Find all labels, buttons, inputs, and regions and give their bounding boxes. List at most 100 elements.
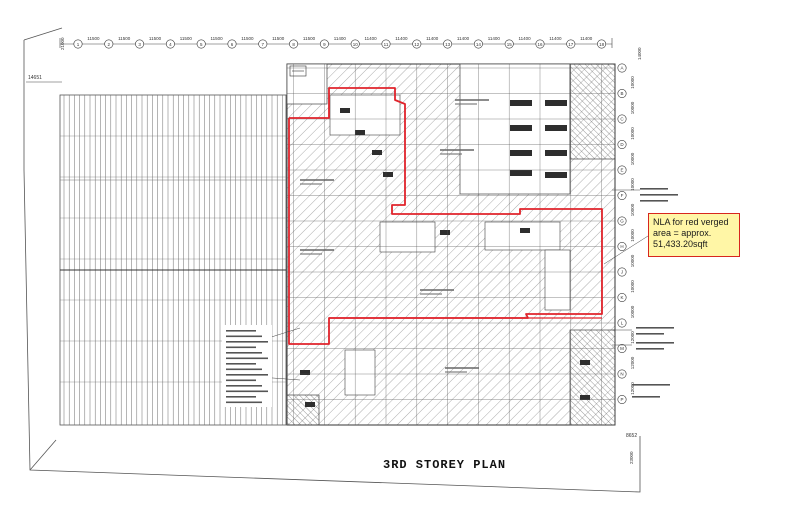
bay-dimension: 11400 <box>580 36 593 41</box>
equipment-block <box>520 228 530 233</box>
dim-right-bottom: 8652 <box>626 433 637 439</box>
note-line <box>226 396 256 398</box>
site-boundary <box>23 27 641 493</box>
column-bubble: 2 <box>104 39 114 49</box>
row-label: F <box>621 193 624 198</box>
row-bubble: G <box>617 216 627 226</box>
column-bubble: 12 <box>412 39 422 49</box>
row-bubble: C <box>617 114 627 124</box>
dim-top-left: 21000 <box>60 37 65 50</box>
note-line <box>226 368 262 371</box>
note-line <box>636 342 674 344</box>
column-label: 16 <box>537 42 543 47</box>
note-line <box>226 341 268 343</box>
column-bubble: 4 <box>165 39 175 49</box>
row-bubble: N <box>617 369 627 379</box>
bay-dimension: 11400 <box>334 36 347 41</box>
row-label: J <box>621 270 623 275</box>
note-line <box>636 333 664 335</box>
right-annotation-notes <box>632 188 678 398</box>
column-label: 9 <box>323 42 326 47</box>
note-line <box>226 390 268 393</box>
note-line <box>226 385 262 387</box>
note-line <box>640 194 678 196</box>
note-line <box>226 346 256 349</box>
row-dimension: 10000 <box>630 203 635 216</box>
row-label: D <box>620 142 624 147</box>
equipment-block <box>545 125 567 131</box>
row-dimension: 10000 <box>630 229 635 242</box>
column-bubble: 3 <box>135 39 145 49</box>
bay-dimension: 11400 <box>426 36 439 41</box>
bay-dimension: 11400 <box>519 36 532 41</box>
bay-dimension: 11500 <box>241 36 254 41</box>
note-line <box>636 327 674 329</box>
row-label: L <box>621 321 624 326</box>
column-bubble: 5 <box>196 39 206 49</box>
column-bubble: 7 <box>258 39 268 49</box>
note-line <box>226 401 262 404</box>
nla-callout-box: NLA for red verged area = approx. 51,433… <box>648 213 740 257</box>
bay-dimension: 11400 <box>457 36 470 41</box>
note-line <box>632 396 660 398</box>
equipment-block <box>580 395 590 400</box>
column-bubble: 10 <box>350 39 360 49</box>
column-bubble: 11 <box>381 39 391 49</box>
column-label: 2 <box>108 42 111 47</box>
column-label: 11 <box>384 42 389 47</box>
equipment-block <box>545 100 567 106</box>
equipment-block <box>510 150 532 156</box>
row-label: A <box>620 66 623 71</box>
row-label: M <box>620 346 624 351</box>
column-label: 12 <box>414 42 420 47</box>
row-dimension: 10000 <box>630 305 635 318</box>
note-line <box>226 330 256 332</box>
row-bubble: J <box>617 267 627 277</box>
equipment-block <box>580 360 590 365</box>
equipment-block <box>300 370 310 375</box>
bay-dimension: 11400 <box>395 36 408 41</box>
column-bubble: 13 <box>443 39 453 49</box>
row-dimension: 10000 <box>630 152 635 165</box>
bay-dimension: 11500 <box>303 36 316 41</box>
column-bubble: 14 <box>473 39 483 49</box>
row-dimension: 10000 <box>630 101 635 114</box>
bay-dimension: 11500 <box>118 36 131 41</box>
dim-bottom-right: 23000 <box>629 451 634 464</box>
row-bubble: M <box>617 343 627 353</box>
column-bubble: 1 <box>73 39 83 49</box>
row-dimension: 10000 <box>630 76 635 89</box>
callout-line-2: area = approx. <box>653 228 712 238</box>
row-dimension: 12000 <box>630 382 635 395</box>
column-label: 6 <box>231 42 234 47</box>
note-line <box>226 357 268 360</box>
note-line <box>632 384 670 386</box>
column-label: 18 <box>599 42 605 47</box>
row-bubble: L <box>617 318 627 328</box>
bay-dimension: 11400 <box>365 36 378 41</box>
row-label: P <box>620 397 623 402</box>
nla-red-boundary <box>288 87 603 345</box>
row-label: G <box>620 219 624 224</box>
row-bubble: B <box>617 89 627 99</box>
note-line <box>640 188 668 190</box>
note-line <box>226 379 256 382</box>
column-bubble: 9 <box>319 39 329 49</box>
room-labels <box>300 99 489 373</box>
row-bubble: H <box>617 242 627 252</box>
equipment-block <box>355 130 365 135</box>
row-dimension: 12000 <box>630 356 635 369</box>
building-footprint <box>286 63 616 426</box>
row-dimension: 10000 <box>630 127 635 140</box>
column-bubble: 6 <box>227 39 237 49</box>
bay-dimension: 11500 <box>211 36 224 41</box>
column-label: 15 <box>507 42 513 47</box>
note-line <box>226 374 268 376</box>
bay-dimension: 11500 <box>87 36 100 41</box>
row-label: N <box>620 372 623 377</box>
row-label: K <box>620 295 623 300</box>
column-label: 8 <box>292 42 295 47</box>
bay-dimension: 11500 <box>180 36 193 41</box>
